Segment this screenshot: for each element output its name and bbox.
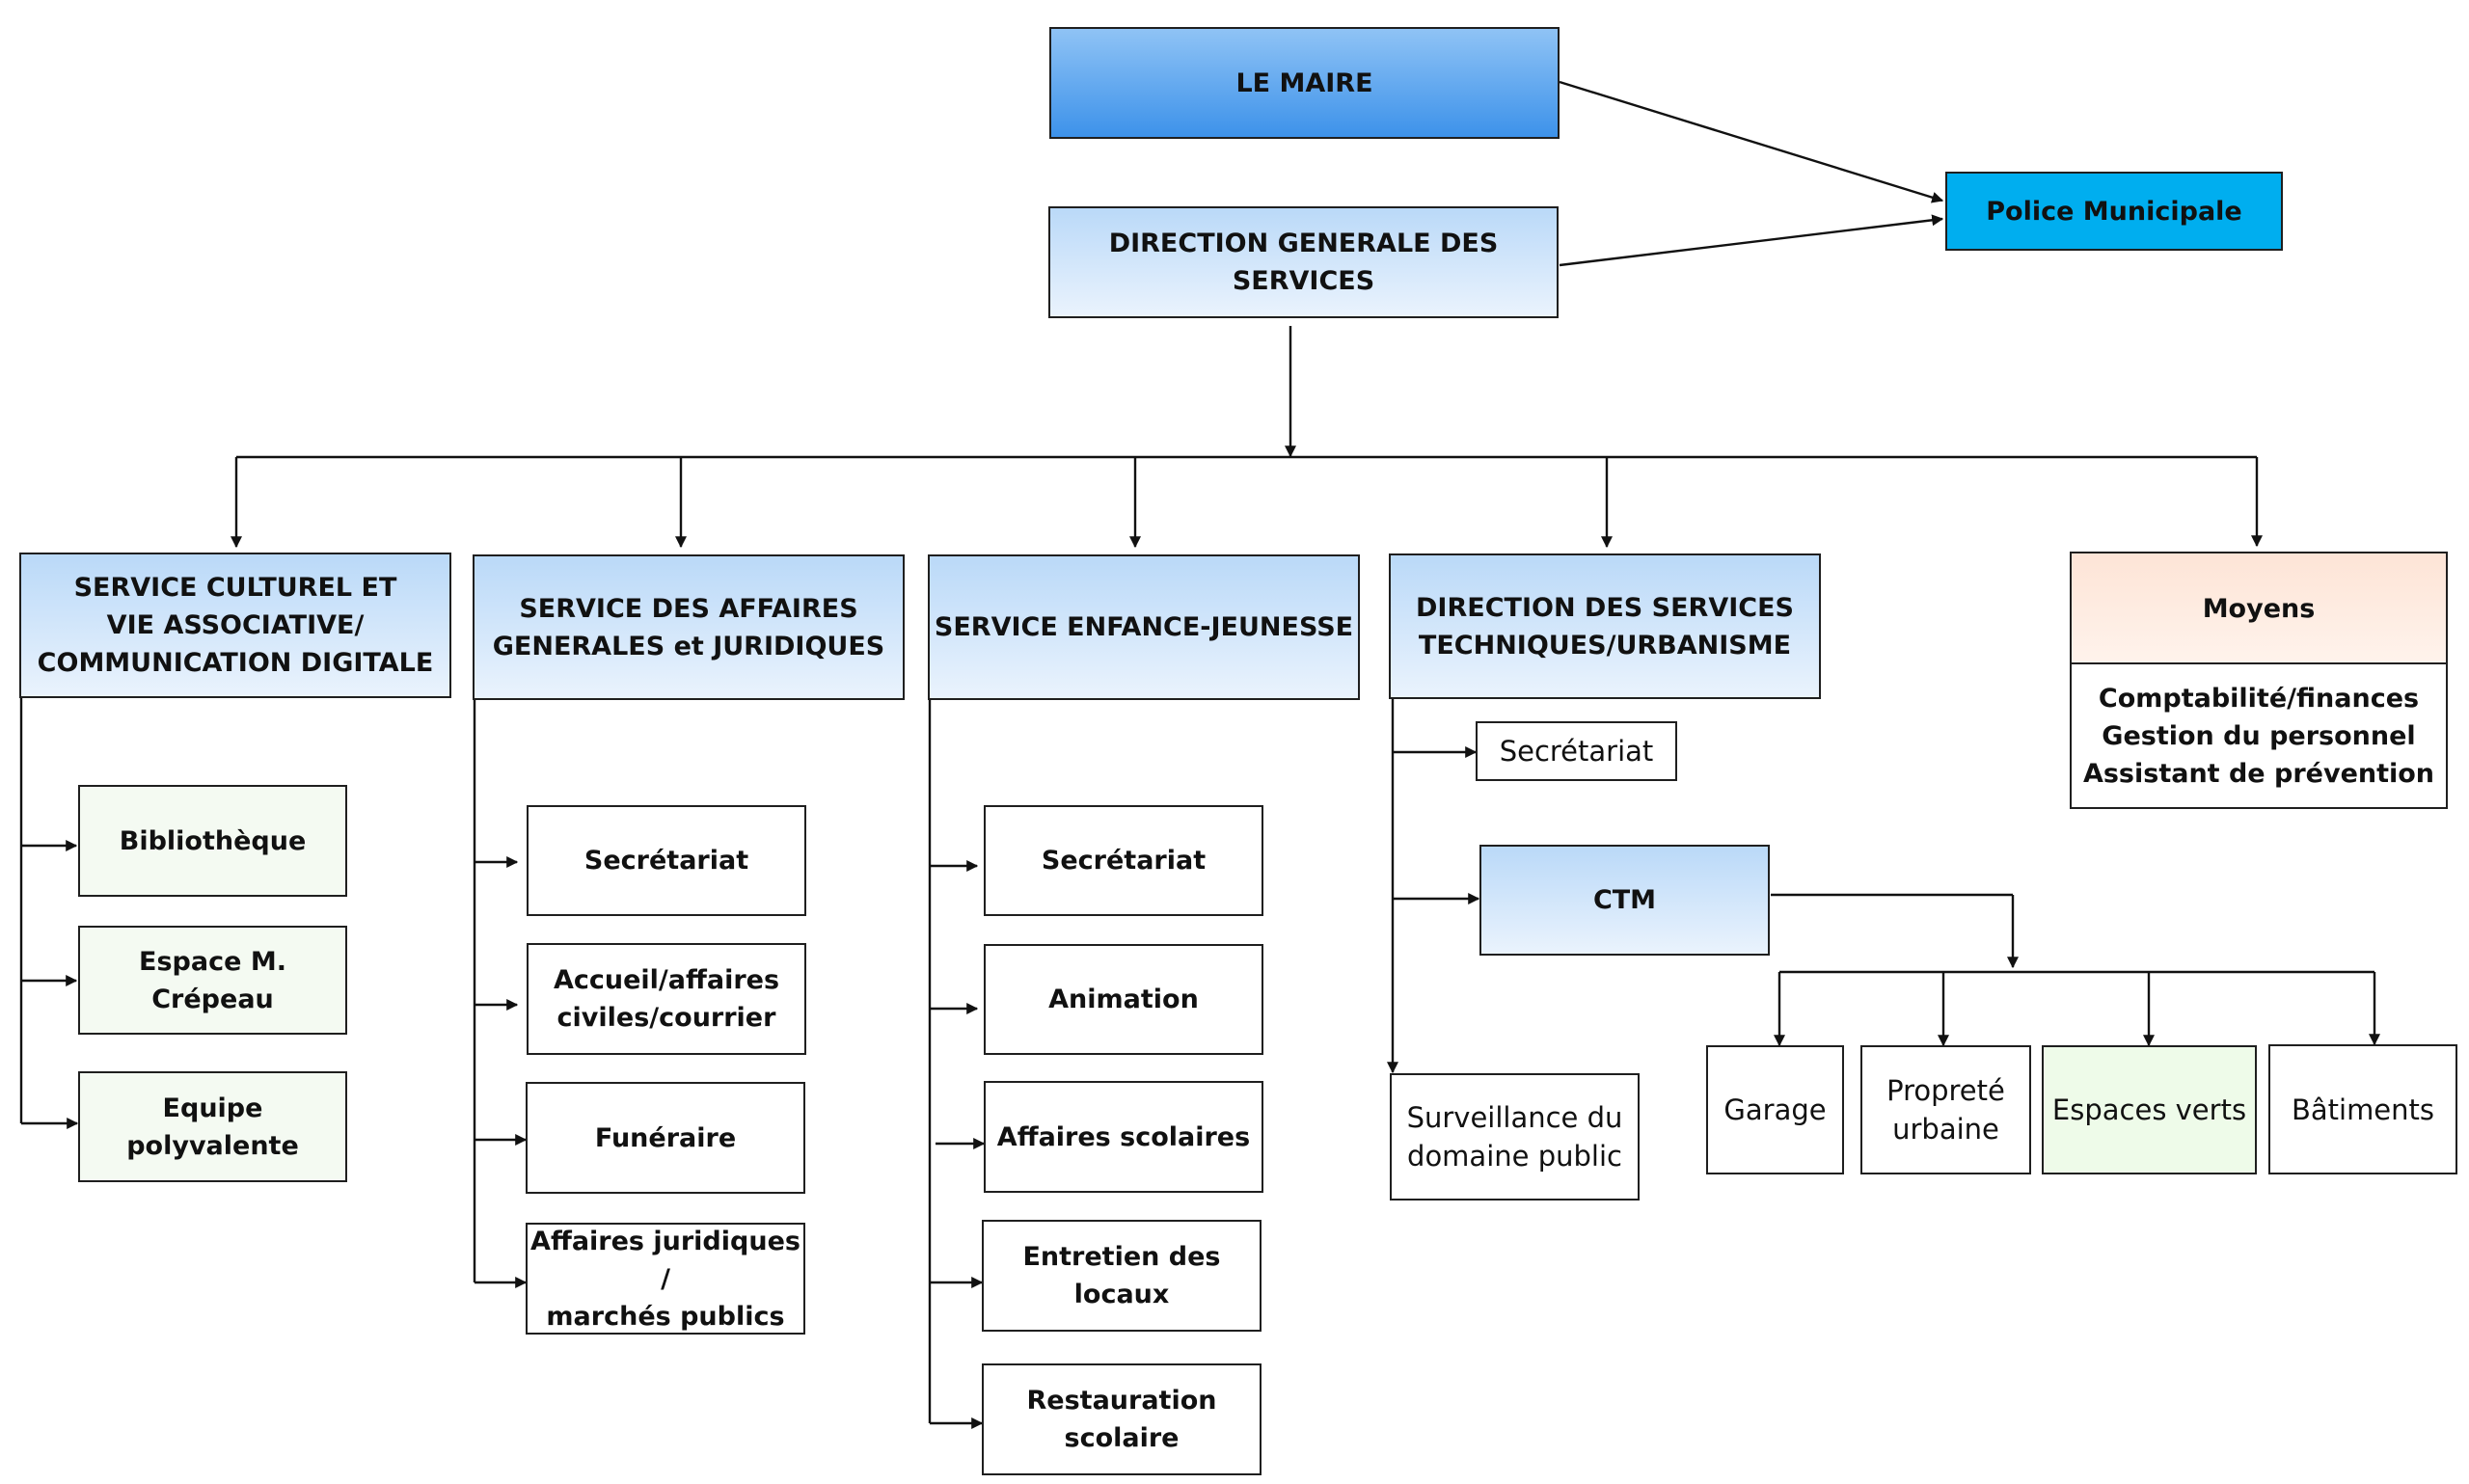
surveillance-box: Surveillance du domaine public <box>1390 1073 1640 1201</box>
moyens-body: Comptabilité/finances Gestion du personn… <box>2082 683 2435 789</box>
dgs-label: DIRECTION GENERALE DES SERVICES <box>1108 229 1499 296</box>
le-maire-box: LE MAIRE <box>1049 27 1560 139</box>
accueil-label: Accueil/affaires civiles/courrier <box>553 965 780 1033</box>
equipe-polyvalente-box: Equipe polyvalente <box>78 1071 347 1182</box>
affaires-secretariat-box: Secrétariat <box>527 805 806 916</box>
techniques-secretariat-box: Secrétariat <box>1476 721 1677 781</box>
ctm-box: CTM <box>1479 845 1770 956</box>
bibliotheque-box: Bibliothèque <box>78 785 347 897</box>
moyens-header-box: Moyens <box>2070 552 2448 665</box>
funeraire-label: Funéraire <box>594 1122 737 1153</box>
funeraire-box: Funéraire <box>526 1082 805 1194</box>
police-municipale-label: Police Municipale <box>1986 196 2242 227</box>
direction-techniques-title: DIRECTION DES SERVICES TECHNIQUES/URBANI… <box>1416 592 1794 661</box>
affaires-secretariat-label: Secrétariat <box>583 846 749 876</box>
enfance-secretariat-label: Secrétariat <box>1041 846 1207 876</box>
moyens-body-box: Comptabilité/finances Gestion du personn… <box>2070 662 2448 809</box>
animation-box: Animation <box>984 944 1263 1055</box>
service-culturel-box: SERVICE CULTUREL ET VIE ASSOCIATIVE/ COM… <box>19 553 451 698</box>
espace-crepeau-box: Espace M. Crépeau <box>78 926 347 1035</box>
batiments-label: Bâtiments <box>2291 1093 2435 1126</box>
entretien-locaux-label: Entretien des locaux <box>1022 1242 1221 1309</box>
espaces-verts-label: Espaces verts <box>2051 1093 2247 1126</box>
affaires-juridiques-label: Affaires juridiques / marchés publics <box>530 1226 800 1332</box>
garage-box: Garage <box>1706 1045 1844 1174</box>
accueil-box: Accueil/affaires civiles/courrier <box>527 943 806 1055</box>
affaires-scolaires-label: Affaires scolaires <box>996 1121 1251 1152</box>
dgs-box: DIRECTION GENERALE DES SERVICES <box>1048 206 1559 318</box>
entretien-locaux-box: Entretien des locaux <box>982 1220 1262 1332</box>
service-culturel-title: SERVICE CULTUREL ET VIE ASSOCIATIVE/ COM… <box>37 573 434 678</box>
service-affaires-title: SERVICE DES AFFAIRES GENERALES et JURIDI… <box>492 593 885 661</box>
animation-label: Animation <box>1048 985 1199 1014</box>
restauration-scolaire-box: Restauration scolaire <box>982 1363 1262 1475</box>
service-enfance-title: SERVICE ENFANCE-JEUNESSE <box>934 612 1354 642</box>
batiments-box: Bâtiments <box>2268 1044 2457 1174</box>
ctm-label: CTM <box>1592 885 1657 915</box>
espace-crepeau-label: Espace M. Crépeau <box>139 946 286 1014</box>
affaires-juridiques-box: Affaires juridiques / marchés publics <box>526 1223 805 1335</box>
surveillance-label: Surveillance du domaine public <box>1406 1101 1623 1173</box>
garage-label: Garage <box>1723 1093 1827 1126</box>
proprete-urbaine-label: Propreté urbaine <box>1886 1074 2005 1146</box>
enfance-secretariat-box: Secrétariat <box>984 805 1263 916</box>
bibliotheque-label: Bibliothèque <box>119 825 307 856</box>
proprete-urbaine-box: Propreté urbaine <box>1860 1045 2031 1174</box>
le-maire-label: LE MAIRE <box>1235 67 1373 98</box>
techniques-secretariat-label: Secrétariat <box>1499 735 1654 768</box>
service-enfance-box: SERVICE ENFANCE-JEUNESSE <box>928 554 1360 700</box>
moyens-title: Moyens <box>2202 593 2316 624</box>
direction-techniques-box: DIRECTION DES SERVICES TECHNIQUES/URBANI… <box>1389 553 1821 699</box>
service-affaires-box: SERVICE DES AFFAIRES GENERALES et JURIDI… <box>473 554 905 700</box>
affaires-scolaires-box: Affaires scolaires <box>984 1081 1263 1193</box>
police-municipale-box: Police Municipale <box>1945 172 2283 251</box>
restauration-scolaire-label: Restauration scolaire <box>1026 1386 1217 1453</box>
espaces-verts-box: Espaces verts <box>2042 1045 2257 1174</box>
equipe-polyvalente-label: Equipe polyvalente <box>126 1093 299 1161</box>
